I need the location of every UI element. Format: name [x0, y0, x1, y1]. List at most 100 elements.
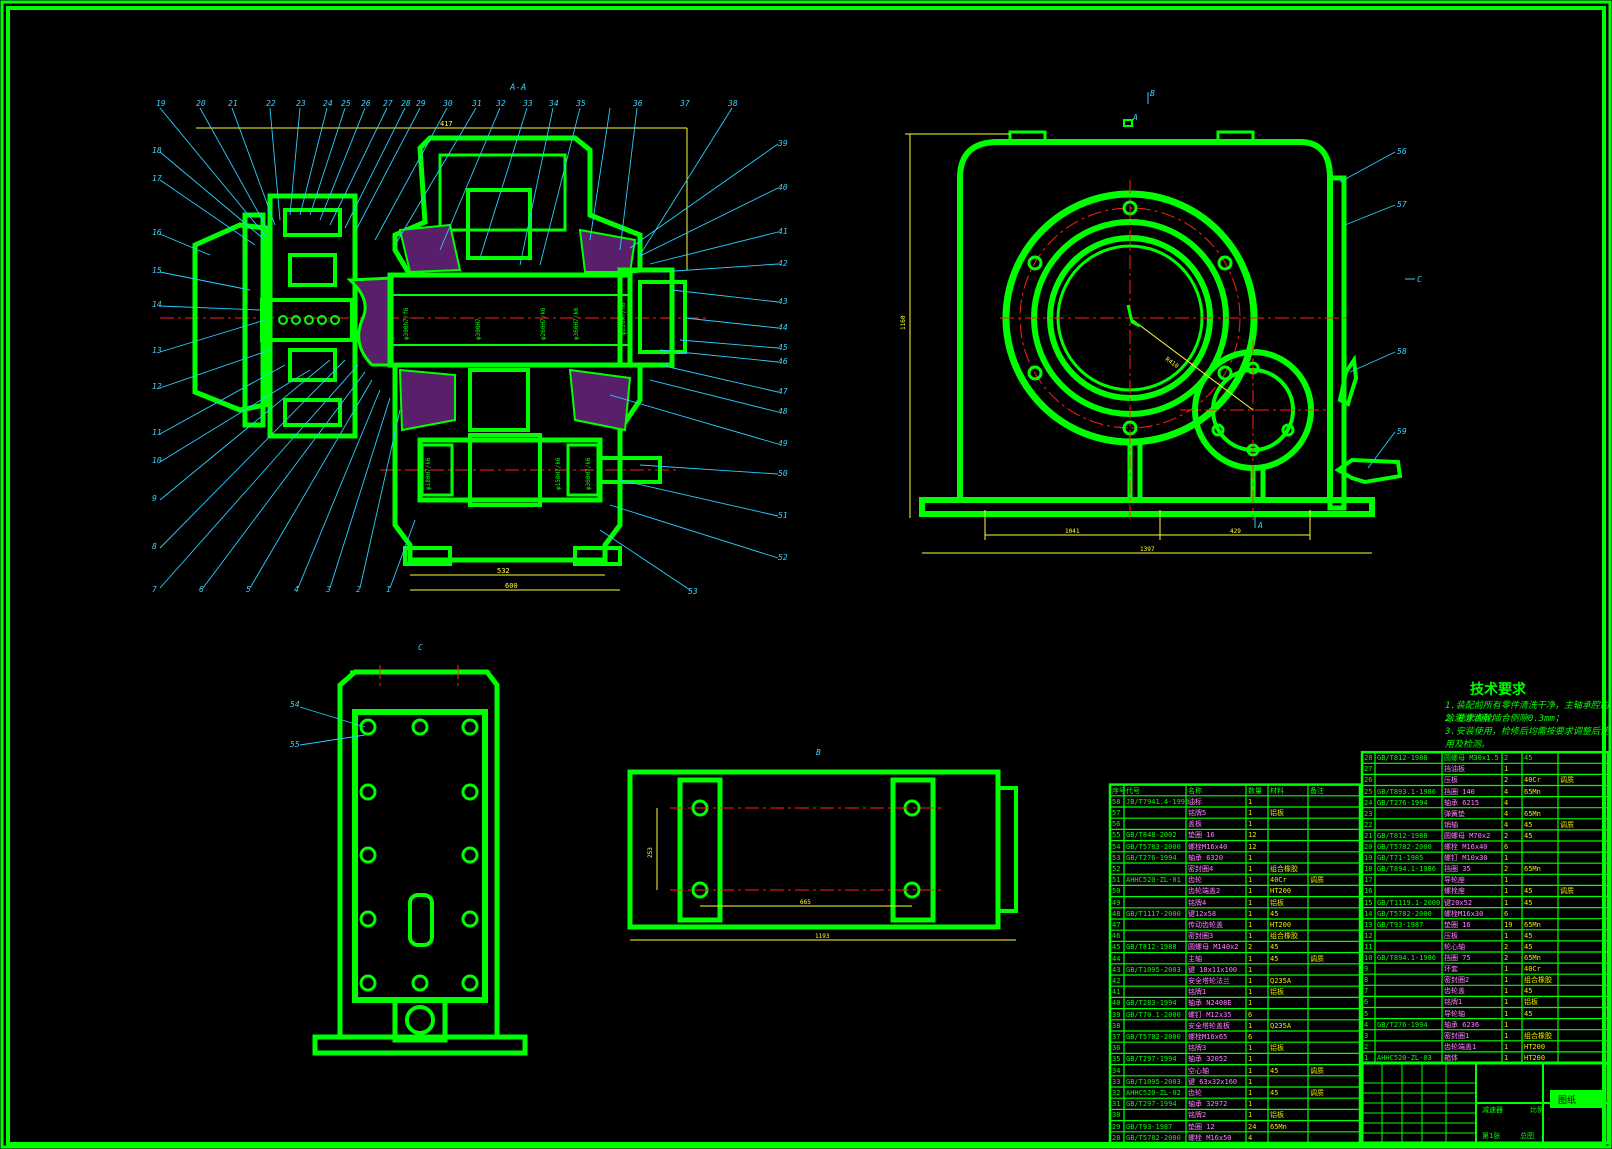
table-cell: 25 — [1364, 787, 1373, 796]
table-cell: 安全塔轮盖板 — [1188, 1021, 1230, 1030]
table-cell: 65Mn — [1524, 809, 1541, 818]
requirement-line-3: 3.安装使用，检修后均需按要求调整后使用及检测。 — [1445, 727, 1609, 750]
table-cell: 38 — [1112, 1021, 1121, 1030]
table-cell: 1 — [1364, 1053, 1369, 1062]
table-cell: 37 — [1112, 1033, 1121, 1041]
balloon: 37 — [679, 99, 690, 108]
title-sheet: 第1张 — [1482, 1131, 1500, 1140]
table-cell: 1 — [1248, 797, 1253, 806]
balloon: 43 — [778, 297, 788, 306]
table-cell: 1 — [1248, 853, 1253, 862]
table-cell: 调质 — [1310, 876, 1324, 885]
table-cell: 55 — [1112, 831, 1121, 840]
table-cell: 52 — [1112, 865, 1121, 873]
balloon: 15 — [152, 266, 162, 275]
table-cell: AHHC520-ZL-03 — [1377, 1053, 1432, 1062]
svg-text:φ150H7/k6: φ150H7/k6 — [555, 457, 562, 490]
table-cell: 42 — [1112, 977, 1121, 985]
balloon: 7 — [152, 585, 157, 594]
table-cell: 26 — [1364, 776, 1373, 785]
balloon: 59 — [1397, 427, 1407, 436]
table-cell: AHHC520-ZL-01 — [1126, 876, 1181, 885]
balloon: 39 — [777, 139, 788, 148]
table-cell: 45 — [1270, 909, 1279, 918]
table-cell: 调质 — [1560, 776, 1574, 785]
title-subtitle: 减速器 — [1482, 1105, 1503, 1114]
table-cell: 铝板 — [1524, 998, 1538, 1007]
table-cell: 螺栓M16x30 — [1444, 909, 1484, 918]
table-cell: 调质 — [1310, 954, 1324, 963]
table-cell: 箱体 — [1444, 1053, 1458, 1062]
dim-sec-top: 417 — [440, 120, 453, 128]
table-cell: GB/T5782-2000 — [1377, 909, 1432, 918]
table-cell: 1 — [1248, 820, 1253, 829]
balloon: 30 — [442, 99, 453, 108]
table-cell: 密封圈4 — [1188, 865, 1214, 873]
table-cell: 4 — [1248, 1133, 1253, 1142]
table-header-cell: 数量 — [1248, 786, 1262, 795]
table-cell: 34 — [1112, 1066, 1121, 1075]
table-cell: 44 — [1112, 954, 1121, 963]
table-cell: 螺栓 M16x50 — [1188, 1133, 1232, 1142]
table-cell: 3 — [1364, 1031, 1369, 1040]
table-cell: 45 — [1524, 987, 1533, 996]
table-cell: 4 — [1504, 798, 1509, 807]
balloon: 14 — [152, 300, 162, 309]
table-cell: 2 — [1248, 943, 1253, 952]
table-cell: 挡圈 140 — [1444, 787, 1475, 796]
table-cell: 1 — [1504, 1031, 1509, 1040]
table-cell: 29 — [1112, 1122, 1121, 1131]
title-drawing: 总图 — [1520, 1131, 1534, 1140]
table-cell: 45 — [1524, 820, 1533, 829]
svg-text:φ300H7/k6: φ300H7/k6 — [388, 307, 395, 340]
requirements-title: 技术要求 — [1470, 682, 1526, 698]
balloon: 6 — [199, 585, 204, 594]
table-cell: 键20x52 — [1444, 898, 1473, 907]
table-cell: 12 — [1248, 831, 1257, 840]
table-cell: 1 — [1248, 898, 1253, 907]
table-cell: 45 — [1270, 943, 1279, 952]
table-cell: 1 — [1248, 1055, 1253, 1064]
table-cell: 组合橡胶 — [1524, 1031, 1552, 1040]
table-cell: 螺栓M16x65 — [1188, 1033, 1228, 1041]
table-cell: 轮心轴 — [1444, 942, 1465, 951]
title-block: 图纸 减速器 比例 第1张 总图 — [1360, 1061, 1610, 1145]
balloon: 51 — [778, 511, 788, 520]
table-cell: 组合橡胶 — [1270, 865, 1298, 873]
table-cell: 挡圈 75 — [1444, 954, 1471, 962]
table-cell: 1 — [1504, 765, 1509, 774]
table-cell: GB/T5782-2000 — [1126, 1133, 1181, 1142]
table-cell: 铭牌5 — [1188, 809, 1207, 817]
table-cell: 调质 — [1310, 1089, 1324, 1097]
table-cell: 1 — [1248, 1100, 1253, 1109]
table-cell: 铭牌4 — [1188, 898, 1207, 907]
table-header-cell: 名称 — [1188, 786, 1202, 795]
table-cell: GB/T276-1994 — [1377, 1020, 1428, 1029]
table-cell: 8 — [1364, 976, 1369, 985]
table-cell: GB/T93-1987 — [1377, 920, 1424, 929]
table-cell: 环套 — [1444, 965, 1458, 974]
balloon: 34 — [548, 99, 559, 108]
table-cell: GB/T1095-2003 — [1126, 965, 1181, 974]
svg-text:φ360H7/k6: φ360H7/k6 — [573, 307, 580, 340]
table-cell: 1 — [1504, 854, 1509, 863]
table-cell: GB/T848-2002 — [1126, 831, 1177, 840]
balloon: 50 — [778, 469, 788, 478]
balloon: 58 — [1397, 347, 1407, 356]
table-cell: HT200 — [1524, 1042, 1546, 1051]
table-cell: 40Cr — [1524, 965, 1541, 974]
table-cell: 导轮座 — [1444, 876, 1465, 885]
table-cell: 密封圈1 — [1444, 1031, 1470, 1040]
table-cell: 油标 — [1188, 797, 1202, 806]
table-cell: 1 — [1504, 987, 1509, 996]
table-cell: 键12x58 — [1188, 909, 1217, 918]
table-cell: 1 — [1504, 998, 1509, 1007]
table-cell: 1 — [1248, 988, 1253, 997]
table-cell: 齿轮 — [1188, 1089, 1202, 1097]
table-cell: 15 — [1364, 898, 1373, 907]
section-aa-label: A-A — [509, 83, 526, 93]
balloon: 19 — [156, 99, 166, 108]
table-cell: GB/T894.1-1986 — [1377, 954, 1437, 962]
table-cell: 28 — [1364, 754, 1373, 763]
table-cell: 铝板 — [1270, 1111, 1284, 1120]
